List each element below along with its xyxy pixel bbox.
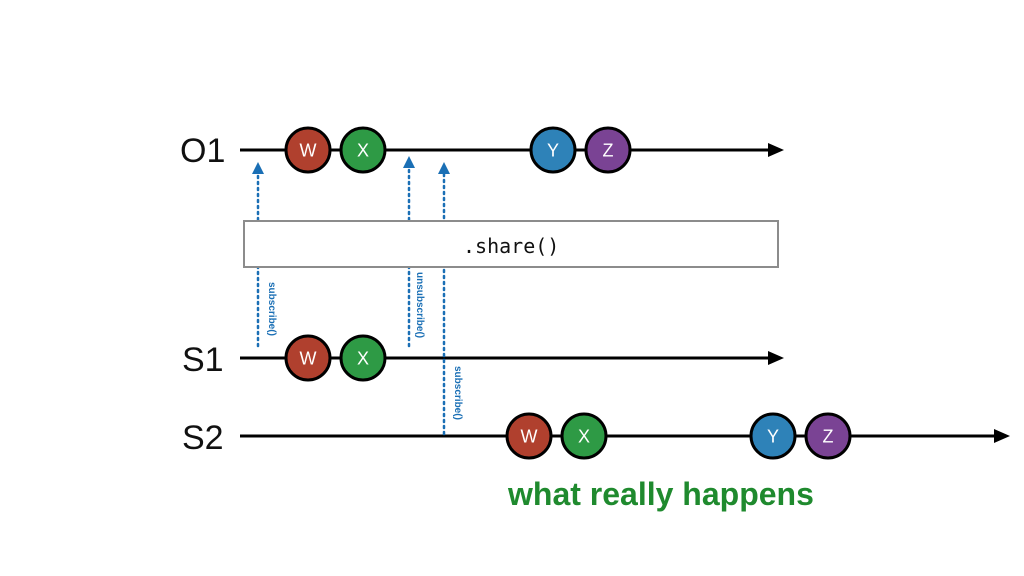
marble-o1-z	[584, 126, 632, 174]
marble-label-s1-w: W	[300, 349, 317, 369]
marble-s2-y	[749, 412, 797, 460]
marble-s2-w	[505, 412, 553, 460]
marble-label-s2-w: W	[521, 427, 538, 447]
arrowhead-s1	[768, 351, 784, 365]
timeline-label-s1: S1	[182, 341, 224, 379]
marble-label-o1-w: W	[300, 141, 317, 161]
marble-label-o1-x: X	[357, 141, 369, 161]
arrowhead-o1	[768, 143, 784, 157]
call-arrow-head-2	[438, 162, 450, 174]
marble-o1-y	[529, 126, 577, 174]
caption: what really happens	[508, 476, 814, 512]
marble-s1-w	[284, 334, 332, 382]
call-arrow-head-0	[252, 162, 264, 174]
marble-o1-w	[284, 126, 332, 174]
timeline-label-o1: O1	[180, 132, 226, 170]
marble-label-s2-y: Y	[767, 427, 779, 447]
marble-o1-x	[339, 126, 387, 174]
arrowhead-s2	[994, 429, 1010, 443]
marble-s1-x	[339, 334, 387, 382]
marble-s2-x	[560, 412, 608, 460]
unsubscribe-label-s1: unsubscribe()	[414, 272, 425, 339]
marble-label-o1-y: Y	[547, 141, 559, 161]
marble-label-s2-x: X	[578, 427, 590, 447]
marble-label-o1-z: Z	[603, 141, 614, 161]
call-arrow-head-1	[403, 156, 415, 168]
operator-label: .share()	[463, 234, 560, 258]
subscribe-label-s1: subscribe()	[266, 282, 277, 336]
share-operator-box: .share()	[243, 220, 779, 268]
marble-label-s2-z: Z	[823, 427, 834, 447]
marble-s2-z	[804, 412, 852, 460]
marble-label-s1-x: X	[357, 349, 369, 369]
timeline-label-s2: S2	[182, 419, 224, 457]
subscribe-label-s2: subscribe()	[452, 366, 463, 420]
